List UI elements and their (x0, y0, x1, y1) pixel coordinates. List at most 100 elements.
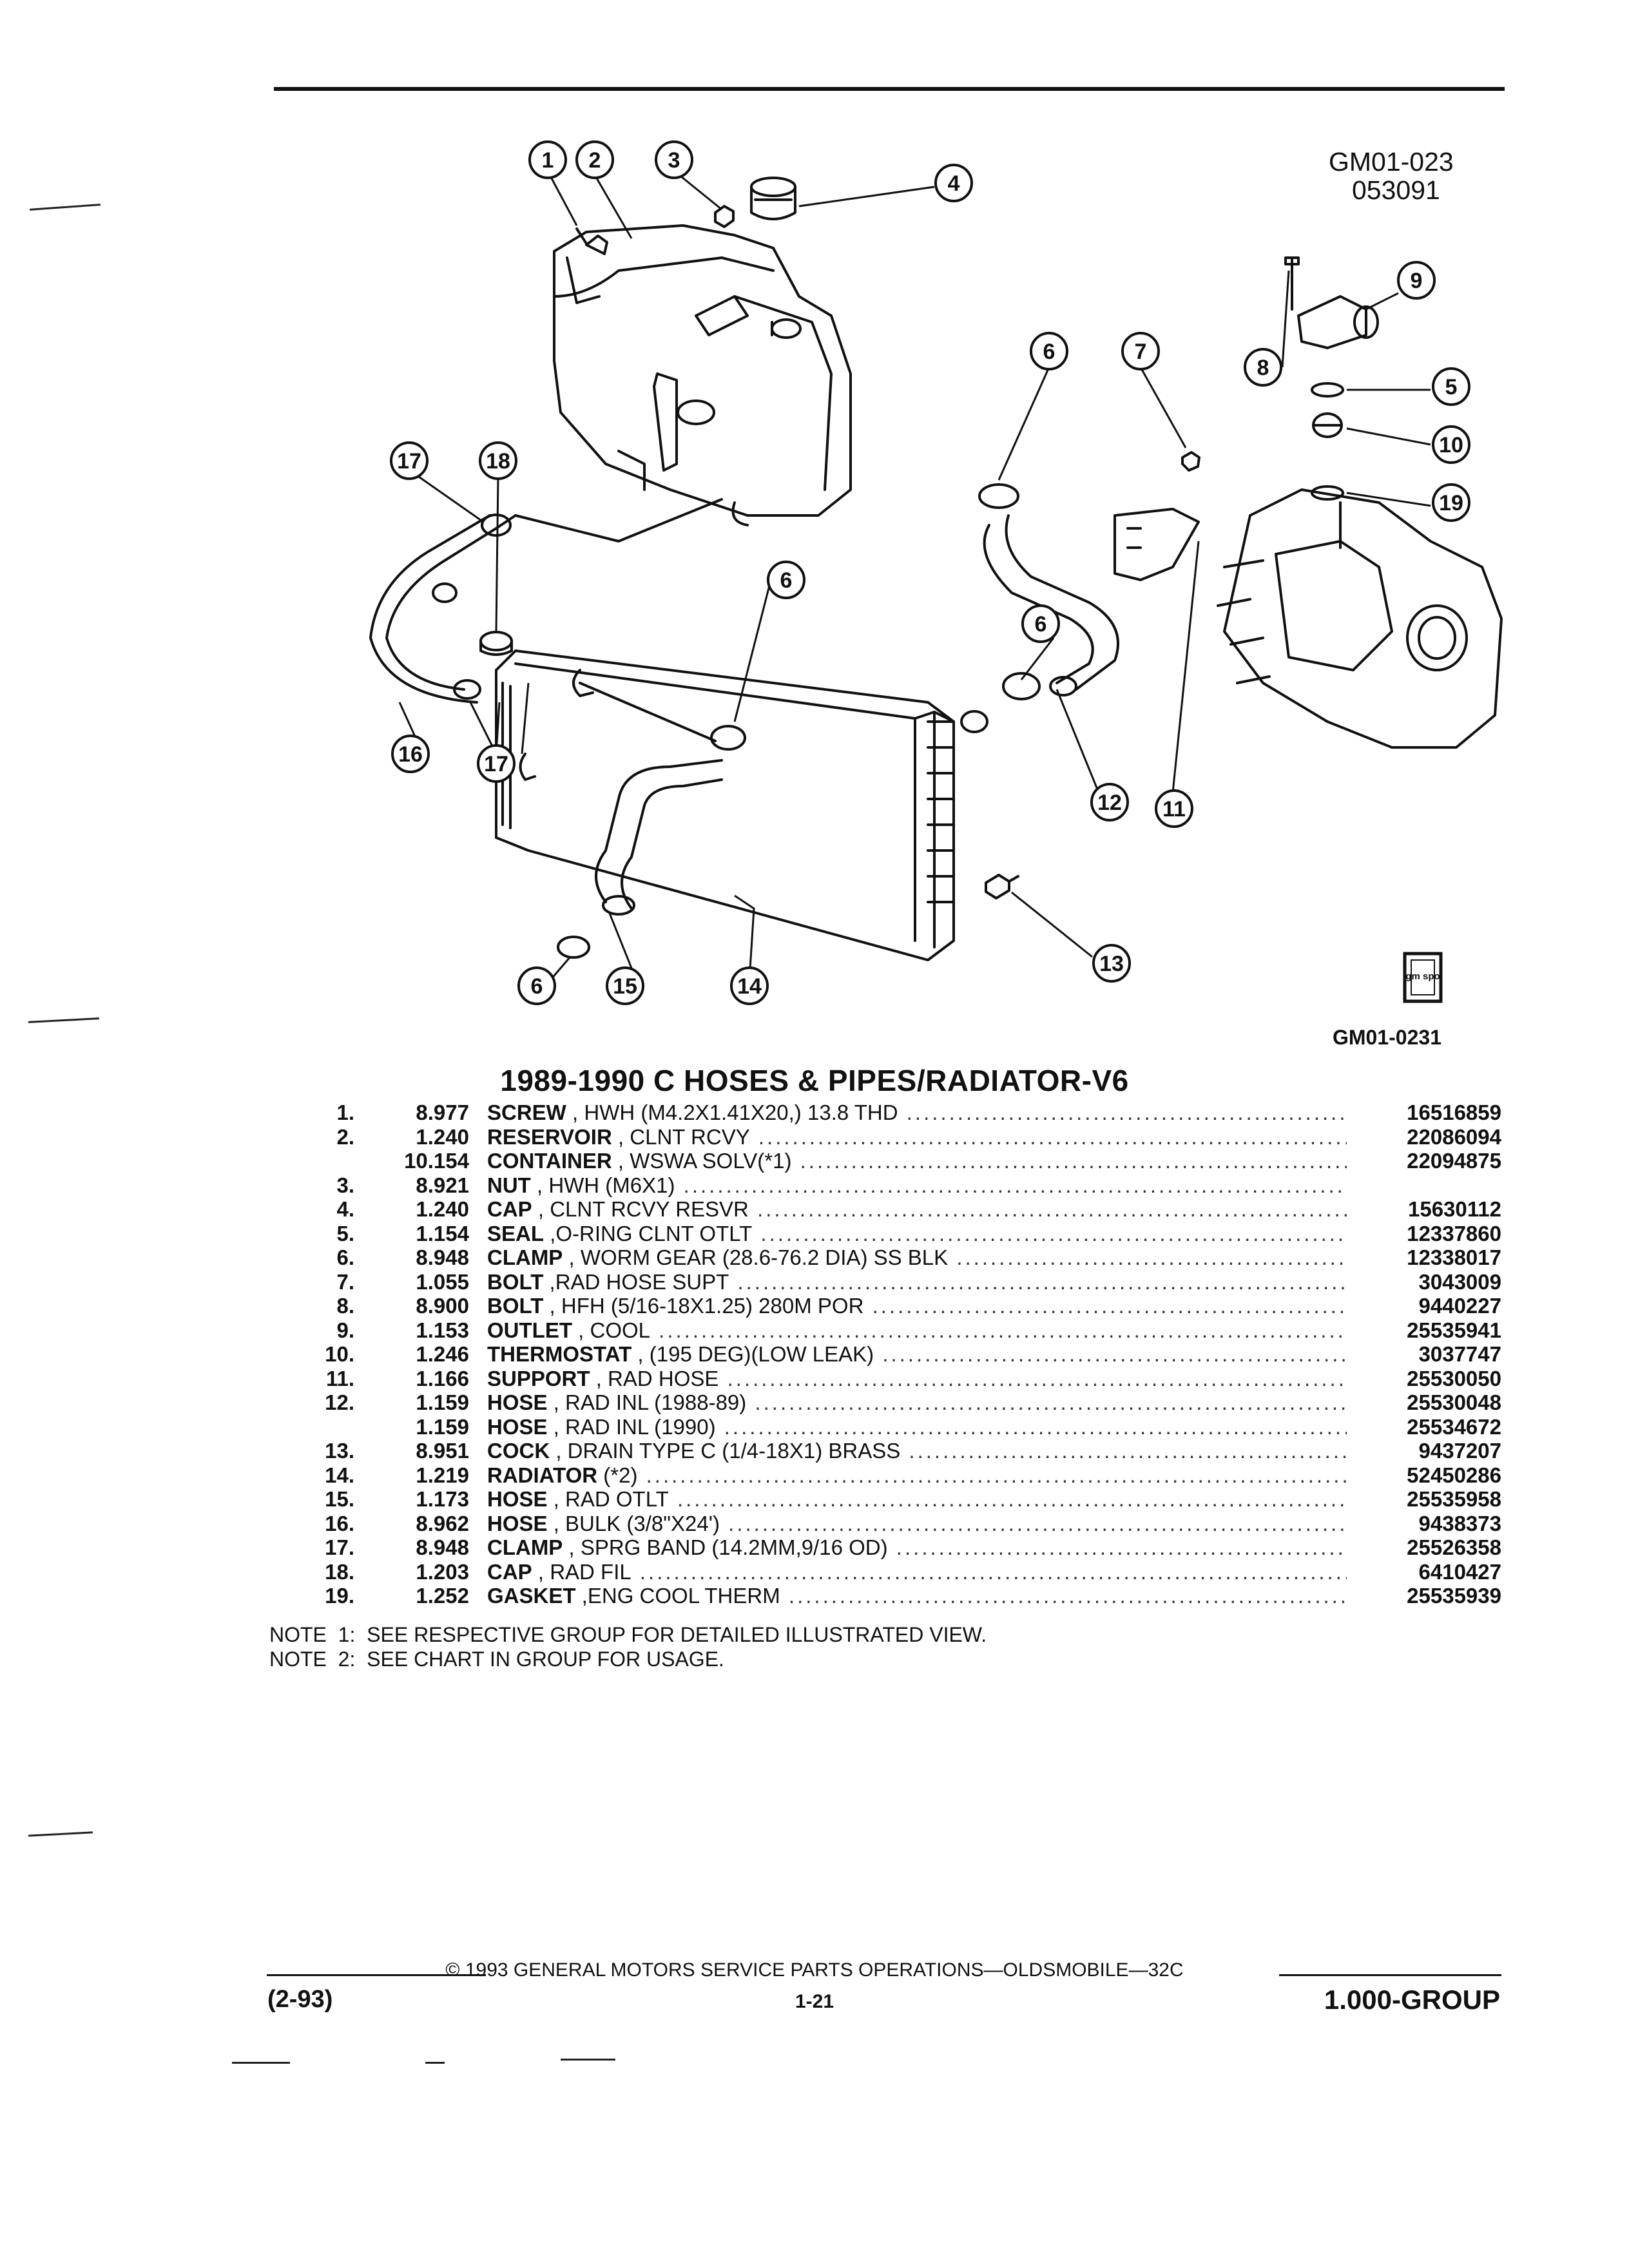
part-number: 9437207 (1418, 1439, 1501, 1463)
part-description: HOSE , BULK (3/8"X24') .................… (487, 1512, 1347, 1536)
footer-rule-left (267, 1974, 486, 1976)
page-number: 1-21 (795, 1991, 834, 2012)
part-number: 15630112 (1407, 1197, 1501, 1221)
part-number-index: 14. (325, 1463, 354, 1487)
part-description: RADIATOR (*2) ..........................… (487, 1463, 1347, 1488)
callout-6: 6 (1043, 340, 1055, 364)
leader-dots: ........................................… (906, 1100, 1347, 1124)
group-number: 1.000-GROUP (1324, 1984, 1500, 2015)
part-spec: (*2) (597, 1463, 638, 1487)
leader-dots: ........................................… (724, 1414, 1347, 1439)
part-description: HOSE , RAD INL (1988-89) ...............… (487, 1390, 1347, 1415)
part-number: 12338017 (1407, 1245, 1501, 1269)
part-name: CLAMP (487, 1535, 563, 1559)
callout-6: 6 (531, 974, 543, 999)
part-number-index: 19. (325, 1584, 354, 1608)
part-number-index: 7. (336, 1269, 354, 1294)
part-name: HOSE (487, 1414, 548, 1439)
gm-spo-logo: gm spo (1403, 952, 1443, 1003)
part-description: CLAMP , WORM GEAR (28.6-76.2 DIA) SS BLK… (487, 1245, 1347, 1270)
leader-dots: ........................................… (639, 1559, 1347, 1584)
leader-dots: ........................................… (896, 1535, 1347, 1559)
part-name: SEAL (487, 1221, 545, 1245)
part-spec: , SPRG BAND (14.2MM,9/16 OD) (563, 1535, 888, 1559)
part-number: 12337860 (1407, 1221, 1501, 1245)
part-number: 52450286 (1407, 1463, 1501, 1487)
part-number-index: 9. (336, 1318, 354, 1342)
leader-dots: ........................................… (728, 1511, 1347, 1535)
part-number: 3037747 (1418, 1342, 1501, 1366)
part-spec: , HFH (5/16-18X1.25) 280M POR (543, 1294, 864, 1318)
margin-mark (30, 204, 101, 211)
part-description: RESERVOIR , CLNT RCVY ..................… (487, 1125, 1347, 1149)
leader-dots: ........................................… (909, 1439, 1347, 1463)
part-description: COCK , DRAIN TYPE C (1/4-18X1) BRASS ...… (487, 1439, 1347, 1463)
part-spec: , DRAIN TYPE C (1/4-18X1) BRASS (550, 1439, 901, 1463)
part-number-index: 3. (336, 1173, 354, 1197)
part-name: THERMOSTAT (487, 1342, 632, 1366)
leader-dots: ........................................… (760, 1221, 1347, 1245)
part-name: COCK (487, 1439, 550, 1463)
part-spec: , COOL (572, 1318, 651, 1342)
revision-date: (2-93) (267, 1986, 333, 2013)
part-spec: , RAD OTLT (547, 1487, 669, 1511)
callout-12: 12 (1097, 791, 1122, 815)
callout-18: 18 (486, 449, 510, 474)
part-code: 1.246 (416, 1342, 469, 1366)
leader-dots: ........................................… (683, 1173, 1347, 1197)
part-name: GASKET (487, 1584, 576, 1608)
header-rule (274, 87, 1505, 91)
part-number: 25530048 (1407, 1390, 1501, 1414)
part-number: 16516859 (1407, 1100, 1501, 1124)
exploded-parts-diagram: 1 2 3 4 6 7 8 9 5 10 19 11 12 6 6 6 15 1… (369, 140, 1503, 1005)
leader-dots: ........................................… (659, 1318, 1347, 1342)
part-number-index: 1. (336, 1100, 354, 1124)
part-description: CAP , RAD FIL ..........................… (487, 1560, 1347, 1584)
part-code: 8.977 (416, 1100, 469, 1124)
part-code: 1.240 (416, 1124, 469, 1149)
part-description: BOLT ,RAD HOSE SUPT ....................… (487, 1270, 1347, 1294)
part-spec: , HWH (M4.2X1.41X20,) 13.8 THD (566, 1100, 898, 1124)
part-code: 1.219 (416, 1463, 469, 1487)
part-number-index: 17. (325, 1535, 354, 1559)
callout-11: 11 (1162, 797, 1186, 822)
part-number: 25535941 (1407, 1318, 1501, 1342)
part-number-index: 13. (325, 1439, 354, 1463)
leader-dots: ........................................… (677, 1487, 1347, 1511)
part-row: 13. 8.951 COCK , DRAIN TYPE C (1/4-18X1) B… (303, 1439, 1501, 1463)
callout-4: 4 (948, 171, 960, 196)
note-2: NOTE 2: SEE CHART IN GROUP FOR USAGE. (269, 1648, 724, 1671)
part-description: SUPPORT , RAD HOSE .....................… (487, 1367, 1347, 1391)
leader-dots: ........................................… (788, 1584, 1347, 1608)
callout-6: 6 (1035, 612, 1047, 637)
part-code: 8.951 (416, 1439, 469, 1463)
part-spec: , CLNT RCVY (612, 1124, 750, 1149)
part-spec: , RAD INL (1988-89) (547, 1390, 747, 1414)
part-number-index: 15. (325, 1487, 354, 1511)
part-description: CONTAINER , WSWA SOLV(*1) ..............… (487, 1149, 1347, 1173)
callout-7: 7 (1135, 340, 1147, 364)
part-code: 8.962 (416, 1511, 469, 1535)
part-spec: ,RAD HOSE SUPT (543, 1269, 729, 1294)
leader-dots: ........................................… (758, 1124, 1347, 1149)
part-code: 1.153 (416, 1318, 469, 1342)
part-description: HOSE , RAD OTLT ........................… (487, 1487, 1347, 1512)
part-name: CAP (487, 1197, 532, 1221)
logo-text: gm spo (1405, 971, 1440, 982)
part-name: HOSE (487, 1487, 548, 1511)
part-description: CLAMP , SPRG BAND (14.2MM,9/16 OD) .....… (487, 1535, 1347, 1560)
callout-17: 17 (484, 752, 508, 776)
part-code: 8.900 (416, 1294, 469, 1318)
part-number: 25535939 (1407, 1584, 1501, 1608)
part-number-index: 2. (336, 1124, 354, 1149)
margin-mark (28, 1831, 93, 1837)
